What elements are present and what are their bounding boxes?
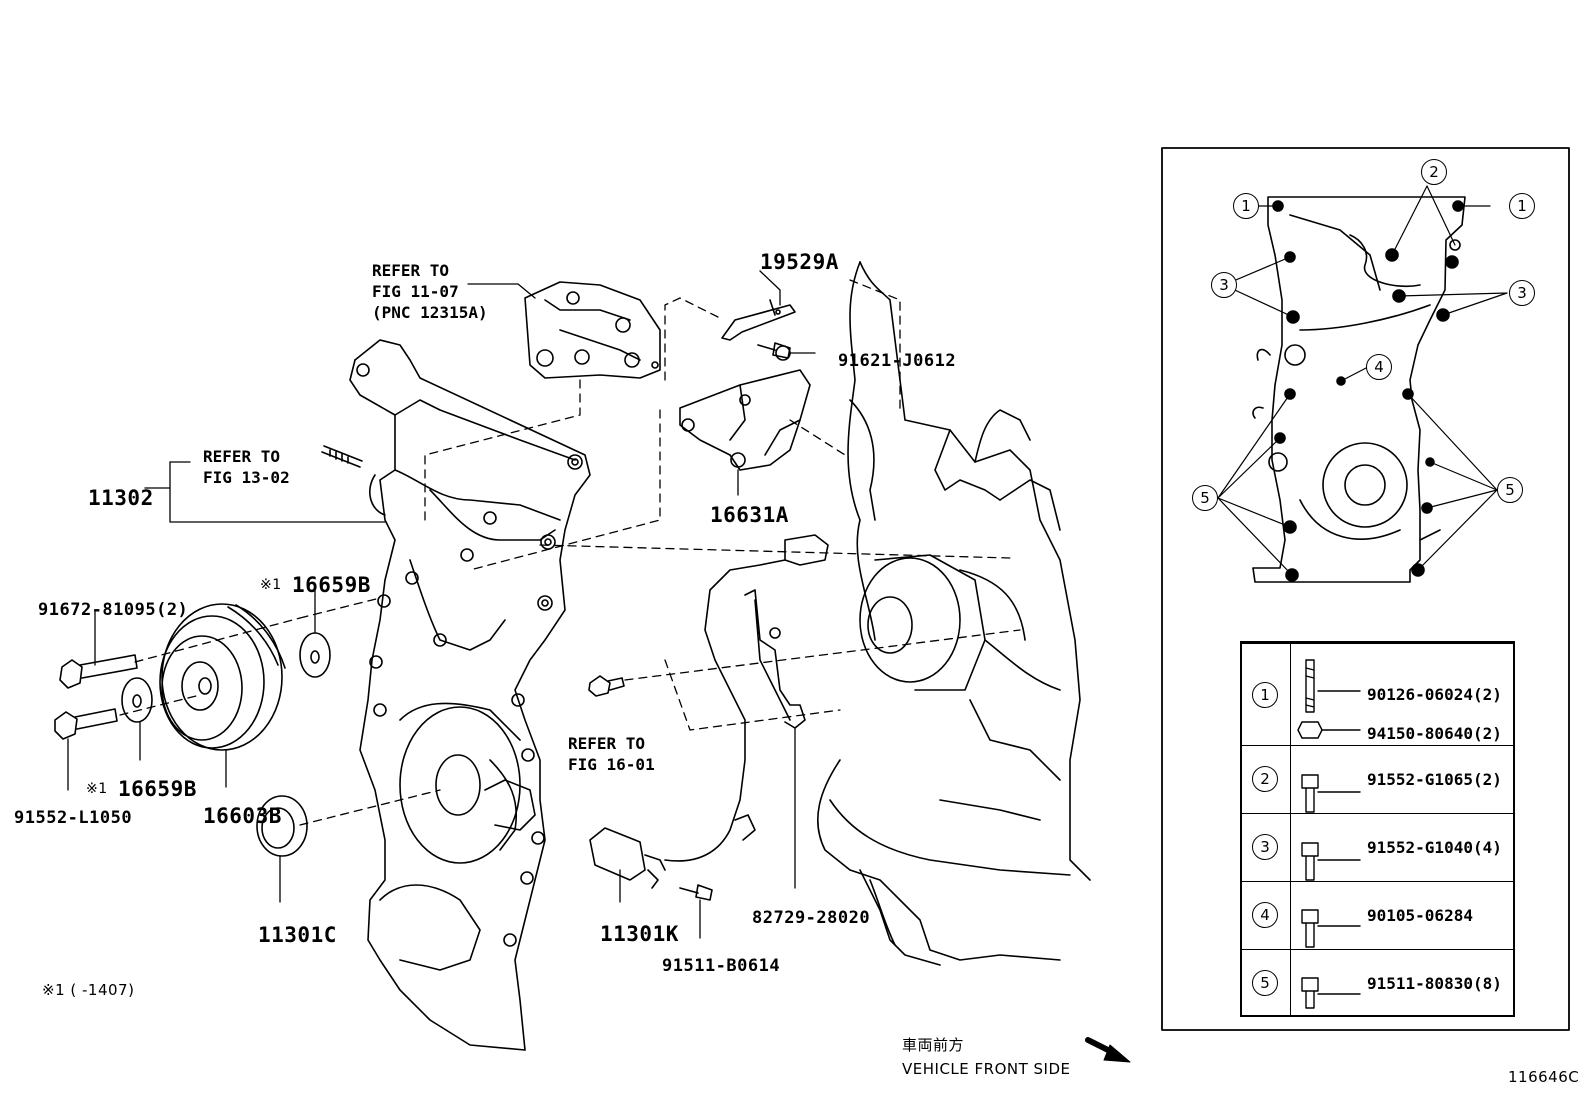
part-label-16603B: 16603B	[203, 804, 282, 828]
timing-chain-cover	[349, 339, 591, 1051]
part-label-82729: 82729-28020	[752, 908, 871, 928]
inset-callout-5-left: 5	[1192, 485, 1218, 511]
legend-part: 91552-G1065(2)	[1367, 770, 1502, 789]
figure-id: 116646C	[1508, 1068, 1580, 1086]
direction-label-jp: 車両前方	[902, 1036, 965, 1054]
legend-part: 90105-06284	[1367, 906, 1473, 925]
harness-bracket	[744, 589, 806, 729]
part-label-91511-B0614: 91511-B0614	[662, 956, 781, 976]
assembly-lines	[119, 279, 1021, 826]
inset-callout-3-right: 3	[1509, 280, 1535, 306]
note-mark-bottom: ※1	[86, 781, 108, 797]
legend-icons	[1297, 659, 1361, 1009]
bracket-16631A	[679, 369, 811, 471]
bolt-91621	[757, 342, 791, 361]
part-label-16631A: 16631A	[710, 503, 789, 527]
legend-callout-3: 3	[1252, 834, 1278, 860]
part-label-19529A: 19529A	[760, 250, 839, 274]
crank-position-sensor	[589, 534, 829, 889]
legend-row-2: 2 91552-G1065(2)	[1242, 745, 1513, 814]
legend-row-4: 4 90105-06284	[1242, 881, 1513, 950]
bolt-location-inset	[1161, 147, 1570, 1031]
part-label-11302: 11302	[88, 486, 154, 510]
crankshaft-pulley	[159, 603, 286, 751]
inset-callout-3-left: 3	[1211, 272, 1237, 298]
part-label-16659B-bottom: 16659B	[118, 777, 197, 801]
legend-row-5: 5 91511-80830(8)	[1242, 949, 1513, 1016]
inset-bolt-markers	[1272, 200, 1464, 582]
stud-bolt	[321, 445, 363, 468]
bolt-legend-table: 1 90126-06024(2) 94150-80640(2) 2 91552-…	[1240, 641, 1515, 1017]
part-label-91621: 91621-J0612	[838, 351, 957, 371]
inset-callout-1-left: 1	[1233, 193, 1259, 219]
legend-row-1: 1 90126-06024(2) 94150-80640(2)	[1242, 643, 1513, 746]
legend-part: 91511-80830(8)	[1367, 974, 1502, 993]
part-label-16659B-top: 16659B	[292, 573, 371, 597]
legend-callout-5: 5	[1252, 970, 1278, 996]
bolt-91552-L1050	[54, 708, 118, 740]
direction-label-en: VEHICLE FRONT SIDE	[902, 1060, 1071, 1078]
footnote: ※1 ( -1407)	[42, 981, 135, 999]
legend-callout-4: 4	[1252, 902, 1278, 928]
inset-callout-2: 2	[1421, 159, 1447, 185]
inset-callout-1-right: 1	[1509, 193, 1535, 219]
oil-seal	[256, 795, 308, 857]
bolt-91672	[59, 654, 138, 689]
note-mark-top: ※1	[260, 577, 282, 593]
washer-16659B-top	[299, 632, 331, 678]
engine-block-outline	[817, 261, 1091, 966]
washer-16659B-bottom	[121, 677, 153, 723]
part-label-91672: 91672-81095(2)	[38, 600, 189, 620]
clip-19529A	[721, 299, 796, 341]
refer-fig-16-01-label: REFER TO FIG 16-01	[568, 734, 655, 774]
legend-part: 91552-G1040(4)	[1367, 838, 1502, 857]
inset-callout-4: 4	[1366, 354, 1392, 380]
refer-fig-13-02-label: REFER TO FIG 13-02	[203, 447, 290, 487]
engine-mount-bracket	[524, 281, 661, 379]
front-direction-arrow	[1085, 1037, 1131, 1063]
legend-callout-2: 2	[1252, 766, 1278, 792]
legend-part: 90126-06024(2)	[1367, 685, 1502, 704]
bolt-ref-16-01	[588, 675, 625, 697]
part-label-11301K: 11301K	[600, 922, 679, 946]
legend-row-3: 3 91552-G1040(4)	[1242, 813, 1513, 882]
inset-cover-outline	[1252, 196, 1466, 583]
leader-lines	[67, 270, 816, 939]
inset-callout-5-right: 5	[1497, 477, 1523, 503]
legend-callout-1: 1	[1252, 682, 1278, 708]
part-label-11301C: 11301C	[258, 923, 337, 947]
refer-fig-11-07-label: REFER TO FIG 11-07 (PNC 12315A)	[372, 261, 488, 322]
bolt-91511-B0614	[679, 884, 713, 901]
legend-part: 94150-80640(2)	[1367, 724, 1502, 743]
part-label-91552-L1050: 91552-L1050	[14, 808, 133, 828]
